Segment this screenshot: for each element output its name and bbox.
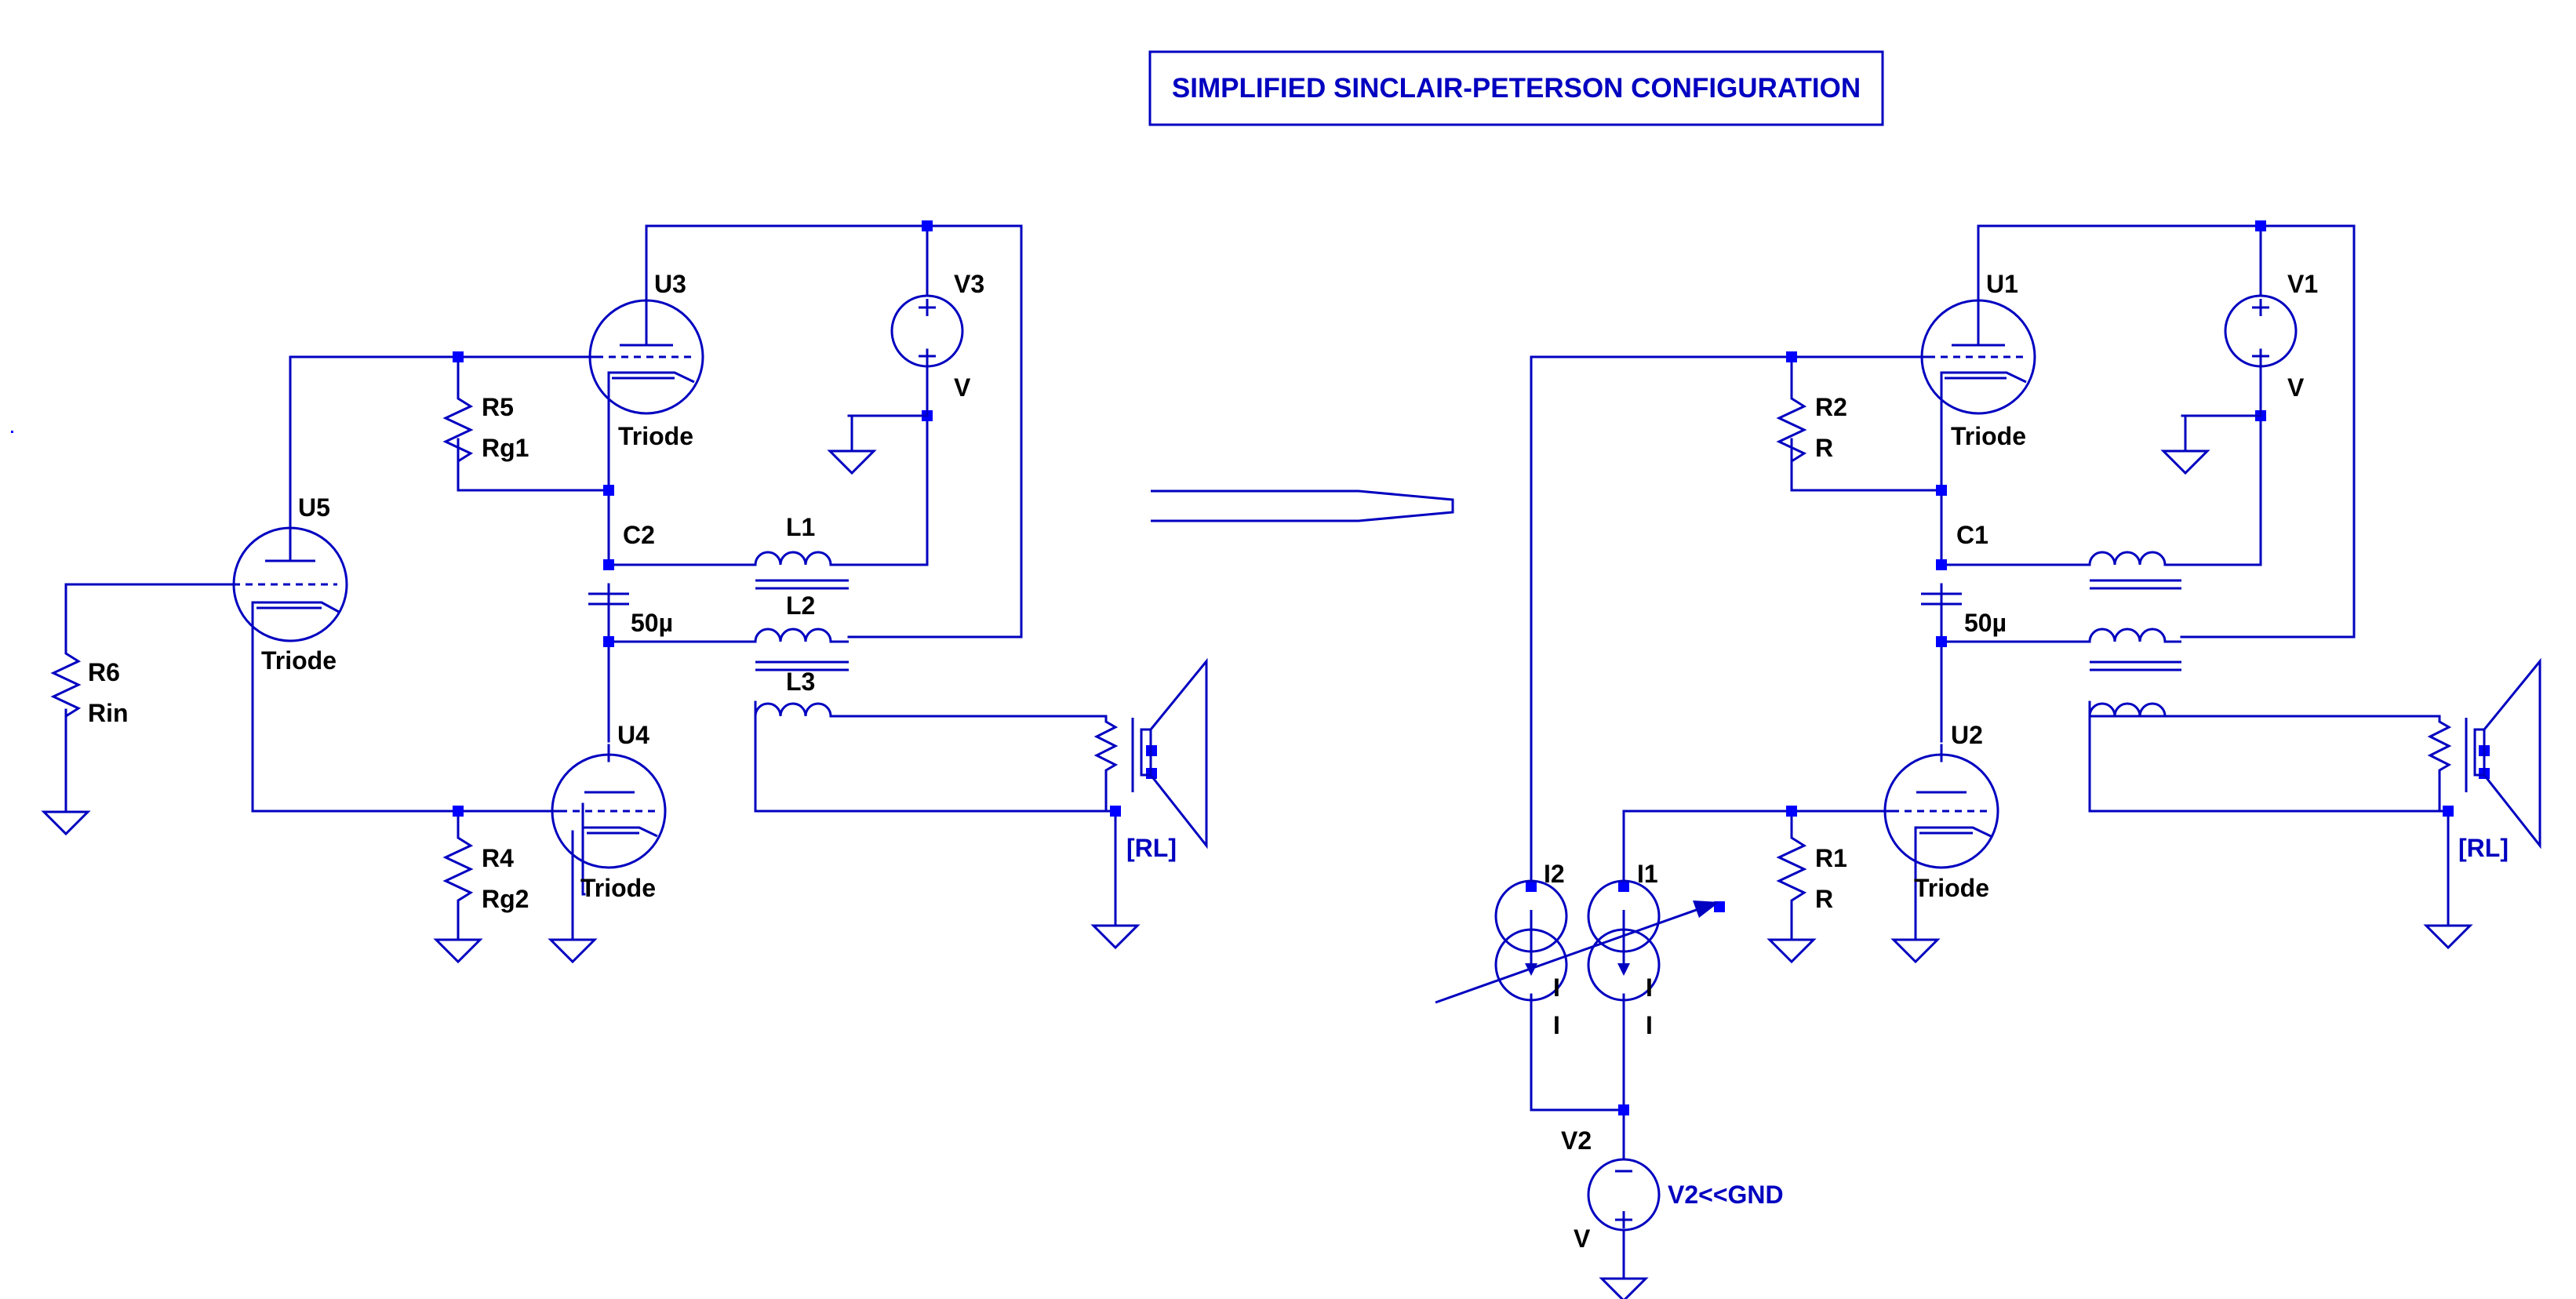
v2-value: V — [1574, 1224, 1591, 1253]
conversion-arrow — [1151, 489, 1454, 522]
v2-ref: V2 — [1561, 1126, 1592, 1155]
r2-value: R — [1815, 434, 1833, 462]
i1-ref: I1 — [1637, 860, 1658, 888]
v3-value: V — [954, 373, 971, 402]
i2-ref: I2 — [1544, 860, 1565, 888]
v1-ref: V1 — [2287, 270, 2318, 298]
u4-value: Triode — [580, 874, 656, 902]
resistor-r5[interactable]: R5 Rg1 — [442, 392, 529, 467]
u3-value: Triode — [618, 422, 693, 450]
ground-u4 — [548, 830, 598, 964]
ground-speaker-right — [2423, 924, 2473, 950]
ground-r4 — [433, 938, 483, 964]
triode-u5[interactable]: U5 Triode — [232, 355, 348, 675]
voltage-source-v1[interactable]: V1 V — [2224, 270, 2318, 417]
triode-u4[interactable]: U4 Triode — [551, 721, 667, 902]
r6-value: Rin — [88, 699, 129, 727]
resistor-r2[interactable]: R2 R — [1776, 392, 1847, 467]
v1-value: V — [2287, 373, 2305, 402]
ground-v1 — [2160, 414, 2262, 475]
u2-ref: U2 — [1951, 721, 1983, 749]
u4-ref: U4 — [617, 721, 649, 749]
ground-v3 — [827, 414, 929, 475]
l1-ref: L1 — [786, 513, 815, 541]
transformer-left[interactable]: L1 L2 L3 — [754, 513, 849, 718]
resistor-r4[interactable]: R4 Rg2 — [442, 831, 529, 913]
resistor-r1[interactable]: R1 R — [1776, 831, 1847, 913]
r1-ref: R1 — [1815, 844, 1847, 872]
stray-dot — [11, 431, 13, 433]
c2-ref: C2 — [623, 521, 655, 549]
c2-value: 50µ — [631, 609, 673, 637]
r6-ref: R6 — [88, 658, 120, 686]
i2-value: I — [1553, 973, 1560, 1002]
u5-ref: U5 — [298, 493, 330, 522]
ground-u2 — [1890, 938, 1941, 964]
right-circuit: U1 Triode U2 Triode V1 V — [1435, 220, 2541, 1299]
current-source-i1[interactable]: I1 I I — [1587, 860, 1661, 1039]
v2-net-label: V2<<GND — [1668, 1181, 1784, 1209]
capacitor-c1[interactable]: C1 50µ — [1921, 521, 2007, 637]
speaker-right[interactable]: [RL] — [2427, 657, 2541, 862]
ground-v2 — [1599, 1277, 1649, 1299]
u1-ref: U1 — [1986, 270, 2018, 298]
diagram-title: SIMPLIFIED SINCLAIR-PETERSON CONFIGURATI… — [1172, 73, 1861, 104]
ground-r1 — [1766, 938, 1817, 964]
u5-value: Triode — [261, 646, 337, 675]
ganged-adjust-arrow — [1435, 901, 1719, 1004]
c1-value: 50µ — [1964, 609, 2007, 637]
title-box: SIMPLIFIED SINCLAIR-PETERSON CONFIGURATI… — [1148, 50, 1884, 126]
speaker-left-value: [RL] — [1126, 834, 1177, 862]
transformer-right[interactable] — [2088, 551, 2181, 718]
right-junctions — [1526, 220, 2490, 1115]
r5-ref: R5 — [482, 393, 514, 421]
i1-value: I — [1646, 973, 1653, 1002]
right-wires — [1530, 224, 2450, 1280]
ground-r6 — [41, 810, 91, 836]
r5-value: Rg1 — [482, 434, 529, 462]
v3-ref: V3 — [954, 270, 984, 298]
triode-u1[interactable]: U1 Triode — [1920, 270, 2036, 450]
triode-u2[interactable]: U2 Triode — [1883, 721, 1999, 902]
resistor-r6[interactable]: R6 Rin — [50, 647, 129, 727]
left-circuit: U3 Triode U4 Triode U5 Triode — [41, 220, 1208, 964]
u3-ref: U3 — [654, 270, 686, 298]
c1-ref: C1 — [1956, 521, 1988, 549]
l2-ref: L2 — [786, 591, 815, 620]
i1-value2: I — [1646, 1011, 1653, 1039]
voltage-source-v2[interactable]: V2 V V2<<GND — [1561, 1126, 1784, 1253]
capacitor-c2[interactable]: C2 50µ — [588, 521, 673, 637]
current-source-i2[interactable]: I2 I I — [1494, 860, 1568, 1039]
ground-speaker-left — [1090, 924, 1141, 950]
r1-value: R — [1815, 885, 1833, 913]
l3-ref: L3 — [786, 668, 815, 696]
r2-ref: R2 — [1815, 393, 1847, 421]
voltage-source-v3[interactable]: V3 V — [890, 270, 984, 417]
r4-ref: R4 — [482, 844, 514, 872]
r4-value: Rg2 — [482, 885, 529, 913]
speaker-right-value: [RL] — [2458, 834, 2509, 862]
triode-u3[interactable]: U3 Triode — [588, 270, 704, 450]
u1-value: Triode — [1951, 422, 2026, 450]
speaker-left[interactable]: [RL] — [1093, 657, 1208, 862]
u2-value: Triode — [1914, 874, 1989, 902]
i2-value2: I — [1553, 1011, 1560, 1039]
